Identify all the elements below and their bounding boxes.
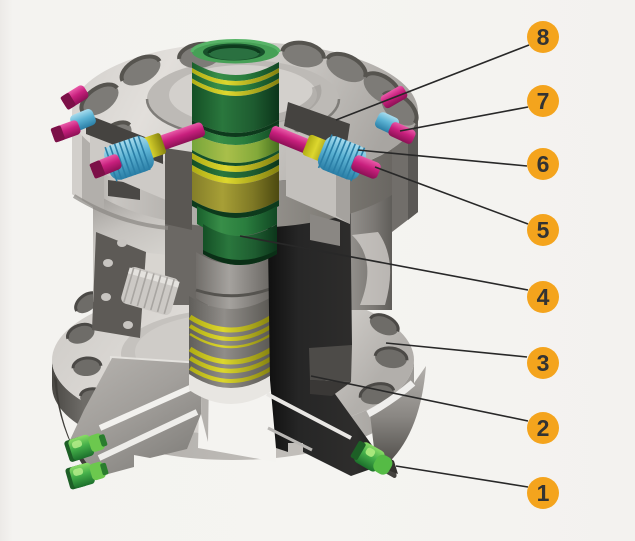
svg-text:6: 6	[537, 151, 550, 177]
svg-text:3: 3	[537, 350, 550, 376]
svg-text:1: 1	[537, 480, 550, 506]
svg-text:5: 5	[537, 217, 550, 243]
svg-text:8: 8	[537, 24, 550, 50]
svg-text:7: 7	[537, 88, 550, 114]
svg-text:4: 4	[537, 284, 550, 310]
svg-text:2: 2	[537, 415, 550, 441]
